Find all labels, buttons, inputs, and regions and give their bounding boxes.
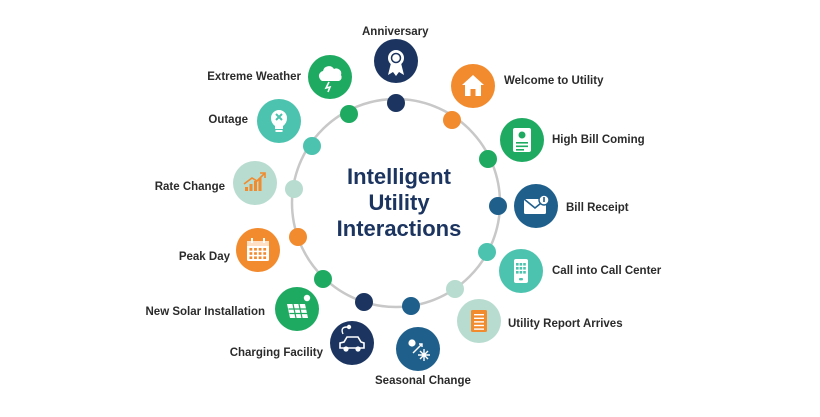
house-icon: [462, 75, 484, 96]
ring-dot: [446, 280, 464, 298]
label-anniversary: Anniversary: [362, 26, 429, 38]
ring-dot: [387, 94, 405, 112]
step-badge: [236, 228, 280, 272]
label-peak-day: Peak Day: [178, 251, 230, 263]
rising-chart-icon: [243, 172, 266, 191]
ring-dot: [402, 297, 420, 315]
ring-dot: [443, 111, 461, 129]
ring-dot: [289, 228, 307, 246]
step-badge: [374, 39, 418, 83]
step-badge: [330, 321, 374, 365]
ring-dot: [479, 150, 497, 168]
envelope-icon: [523, 194, 550, 214]
label-high-bill-coming: High Bill Coming: [552, 134, 645, 146]
title-line-3: Interactions: [336, 216, 462, 241]
step-badge: [275, 287, 319, 331]
label-utility-report-arrives: Utility Report Arrives: [508, 318, 623, 330]
phone-keypad-icon: [514, 259, 528, 283]
step-badge: [457, 299, 501, 343]
step-badge: [451, 64, 495, 108]
ring-dot: [285, 180, 303, 198]
solar-panel-icon: [287, 294, 311, 319]
electric-car-icon: [339, 324, 365, 352]
bill-document-icon: [513, 128, 531, 152]
step-badge: [500, 118, 544, 162]
label-extreme-weather: Extreme Weather: [207, 71, 301, 83]
ring-dot: [314, 270, 332, 288]
sun-snowflake-icon: [408, 339, 430, 361]
step-badge: [233, 161, 277, 205]
ribbon-award-icon: [388, 50, 404, 76]
step-badge: [257, 99, 301, 143]
label-charging-facility: Charging Facility: [229, 347, 323, 359]
badge-circle: [396, 327, 440, 371]
title-line-2: Utility: [368, 190, 430, 215]
storm-cloud-icon: [318, 66, 342, 93]
broken-bulb-icon: [271, 110, 287, 132]
title-line-1: Intelligent: [347, 164, 451, 189]
label-new-solar-installation: New Solar Installation: [145, 306, 266, 318]
label-rate-change: Rate Change: [154, 181, 225, 193]
ring-dot: [340, 105, 358, 123]
step-badge: [499, 249, 543, 293]
label-bill-receipt: Bill Receipt: [566, 202, 629, 214]
ring-dot: [489, 197, 507, 215]
step-badge: [396, 327, 440, 371]
calendar-icon: [247, 238, 269, 261]
step-badge: [514, 184, 558, 228]
label-outage: Outage: [208, 114, 248, 126]
ring-dot: [355, 293, 373, 311]
ring-dot: [478, 243, 496, 261]
step-badge: [308, 55, 352, 99]
label-call-into-call-center: Call into Call Center: [552, 265, 662, 277]
label-welcome-to-utility: Welcome to Utility: [504, 75, 604, 87]
label-seasonal-change: Seasonal Change: [375, 375, 471, 387]
ring-dot: [303, 137, 321, 155]
badge-circle: [330, 321, 374, 365]
report-document-icon: [471, 310, 487, 332]
